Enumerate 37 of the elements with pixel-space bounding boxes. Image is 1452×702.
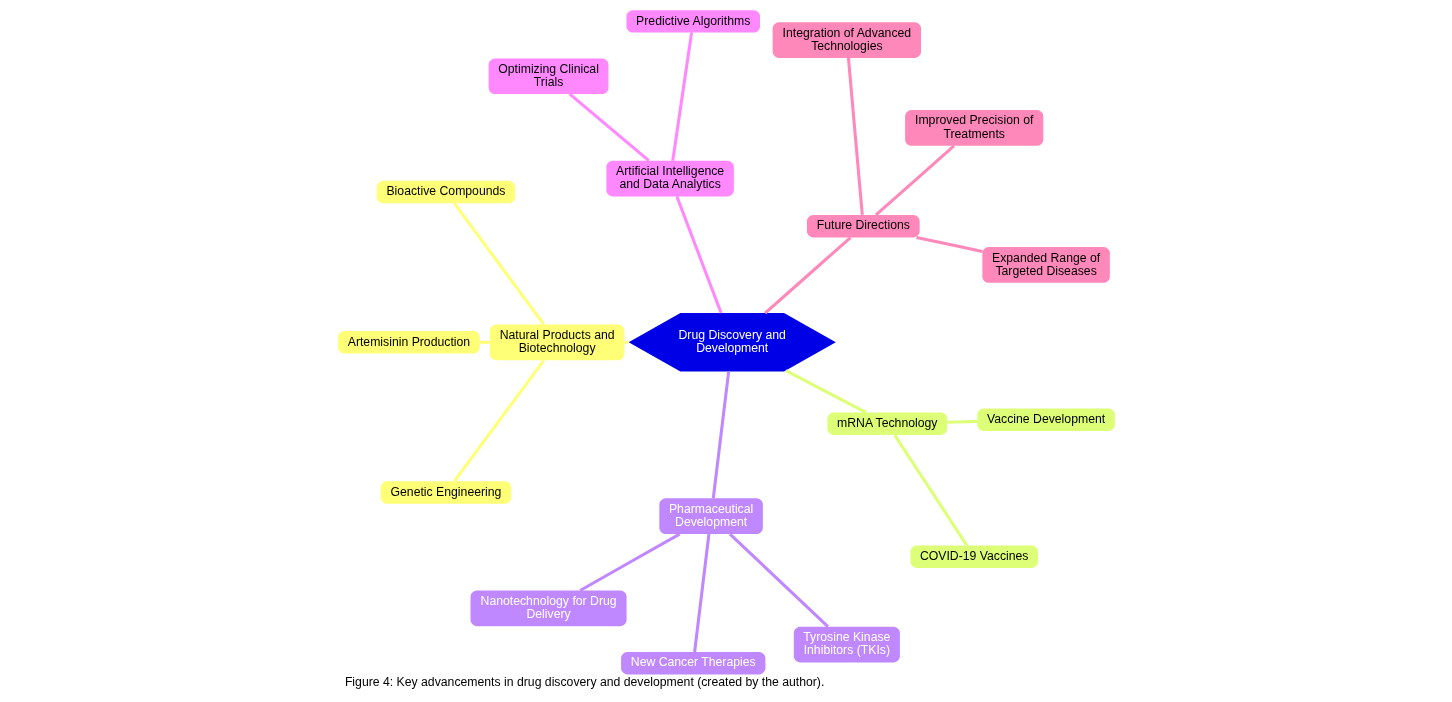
connector [568, 93, 650, 162]
node-box: Predictive Algorithms [625, 10, 760, 33]
connector [763, 236, 851, 315]
node-box: Improved Precision of Treatments [904, 110, 1043, 146]
connector [624, 340, 629, 344]
node-box: New Cancer Therapies [620, 652, 765, 675]
connector [784, 369, 867, 414]
connector [874, 144, 955, 217]
node-box: COVID-19 Vaccines [909, 545, 1038, 568]
node-box: Optimizing Clinical Trials [488, 58, 608, 95]
connector [578, 532, 680, 592]
connector [674, 195, 723, 314]
node-box: Genetic Engineering [380, 481, 511, 504]
connector [452, 202, 545, 326]
connector [846, 57, 864, 216]
node-box: Pharmaceutical Development [658, 498, 763, 534]
node-box: Artificial Intelligence and Data Analytics [605, 160, 734, 197]
node-box: Vaccine Development [976, 408, 1115, 431]
node-box: Natural Products and Biotechnology [489, 324, 624, 361]
connector [711, 371, 730, 499]
connector [915, 235, 983, 253]
connector [728, 532, 829, 628]
node-box: Nanotechnology for Drug Delivery [470, 590, 627, 627]
caption: Figure 4: Key advancements in drug discovery and development (created by the author). [344, 675, 824, 690]
connector [892, 434, 968, 547]
connector [670, 32, 693, 161]
node-box: Bioactive Compounds [376, 180, 515, 204]
node-box: Expanded Range of Targeted Diseases [981, 247, 1110, 283]
connector [946, 419, 977, 424]
node-box: Artemisinin Production [337, 331, 480, 354]
node-box: Tyrosine Kinase Inhibitors (TKIs) [793, 626, 900, 663]
connector [452, 359, 545, 483]
node-box: Future Directions [806, 215, 920, 238]
connector [479, 340, 490, 344]
node-box: mRNA Technology [826, 412, 947, 435]
connector [692, 533, 710, 653]
node-box: Integration of Advanced Technologies [772, 22, 921, 58]
